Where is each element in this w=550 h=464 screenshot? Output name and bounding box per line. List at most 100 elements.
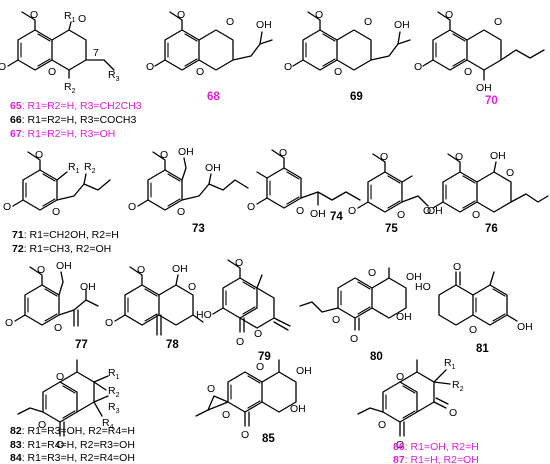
caption-82: 82: R1=R3=OH, R2=R4=H xyxy=(10,425,135,437)
atom-O: O xyxy=(236,336,244,348)
atom-OH: OH xyxy=(296,365,312,377)
atom-O: O xyxy=(5,317,13,329)
compound-label: 78 xyxy=(166,339,179,351)
caption-72: 72: R1=CH3, R2=OH xyxy=(12,243,111,255)
atom-O: O xyxy=(455,151,463,163)
structure-70: O O O O OH 70 xyxy=(414,9,545,107)
atom-O: O xyxy=(56,439,64,451)
atom-O: O xyxy=(315,9,323,21)
compound-label: 68 xyxy=(207,91,220,103)
atom-O: O xyxy=(423,205,431,217)
atom-O: O xyxy=(0,61,6,73)
atom-OH: OH xyxy=(310,208,326,220)
atom-OH: OH xyxy=(490,150,506,162)
structure-85: O O O O OH OH 85 xyxy=(195,359,312,445)
atom-OH: OH xyxy=(178,146,194,158)
atom-O: O xyxy=(334,66,342,78)
caption-84: 84: R1=R3=H, R2=R4=OH xyxy=(10,452,135,464)
structure-82-84: O O O R1 R2 R3 R4 xyxy=(17,359,120,451)
atom-O: O xyxy=(48,66,56,78)
structure-80: O O O OH OH 80 xyxy=(299,267,422,363)
atom-O: O xyxy=(284,61,292,73)
atom-OH: OH xyxy=(172,263,188,275)
atom-O: O xyxy=(137,264,145,276)
locant-7: 7 xyxy=(93,47,99,59)
atom-O: O xyxy=(3,201,11,213)
atom-O: O xyxy=(368,267,376,279)
caption-67: 67: R1=R2=H, R3=OH xyxy=(10,128,115,140)
atom-OH: OH xyxy=(394,19,410,31)
atom-R2: R2 xyxy=(84,161,96,175)
atom-OH: OH xyxy=(256,19,272,31)
atom-O: O xyxy=(453,261,461,273)
caption-71: 71: R1=CH2OH, R2=H xyxy=(12,229,119,241)
atom-O: O xyxy=(332,314,340,326)
caption-66: 66: R1=R2=H, R3=COCH3 xyxy=(10,114,137,126)
atom-O: O xyxy=(160,149,168,161)
compound-label: 77 xyxy=(75,339,88,351)
atom-R3: R3 xyxy=(108,401,120,415)
compound-label: 75 xyxy=(385,223,398,235)
atom-OH: OH xyxy=(290,403,306,415)
atom-O: O xyxy=(188,281,196,293)
atom-O: O xyxy=(445,9,453,21)
compound-label: 70 xyxy=(485,95,498,107)
atom-O: O xyxy=(494,16,502,28)
atom-OH: OH xyxy=(406,271,422,283)
atom-O: O xyxy=(177,9,185,21)
atom-O: O xyxy=(414,61,422,73)
atom-R1: R1 xyxy=(64,10,76,24)
atom-O: O xyxy=(177,206,185,218)
atom-O: O xyxy=(56,371,64,383)
structure-78: O O O OH 78 xyxy=(105,263,204,351)
atom-O: O xyxy=(146,61,154,73)
atom-O: O xyxy=(469,324,477,336)
compound-label: 80 xyxy=(370,351,383,363)
atom-O: O xyxy=(78,13,86,25)
atom-O: O xyxy=(222,409,230,421)
atom-O: O xyxy=(279,147,287,159)
atom-R1: R1 xyxy=(444,357,456,371)
atom-O: O xyxy=(380,151,388,163)
atom-R4: R4 xyxy=(102,417,114,431)
atom-O: O xyxy=(396,371,404,383)
atom-O: O xyxy=(52,206,60,218)
atom-O: O xyxy=(348,205,356,217)
structure-69: O O O O OH 69 xyxy=(284,9,411,103)
atom-O: O xyxy=(235,257,243,269)
structure-77: O O O OH OH 77 xyxy=(5,260,99,351)
atom-OH: OH xyxy=(205,162,221,174)
atom-O: O xyxy=(506,167,514,179)
atom-R2: R2 xyxy=(64,81,76,95)
compound-label: 79 xyxy=(258,351,271,363)
atom-OH: OH xyxy=(396,311,412,323)
atom-OH: OH xyxy=(476,82,492,94)
structure-73: O O O OH OH 73 xyxy=(128,146,249,235)
atom-O: O xyxy=(247,201,255,213)
caption-83: 83: R1=R4=H, R2=R3=OH xyxy=(10,439,135,451)
caption-65: 65: R1=R2=H, R3=CH2CH3 xyxy=(10,100,142,112)
atom-O: O xyxy=(226,16,234,28)
atom-O: O xyxy=(38,419,46,431)
atom-O: O xyxy=(35,149,43,161)
atom-O: O xyxy=(449,407,457,419)
atom-O: O xyxy=(350,333,358,345)
atom-O: O xyxy=(296,205,304,217)
atom-R3: R3 xyxy=(108,69,120,83)
atom-O: O xyxy=(54,322,62,334)
atom-O: O xyxy=(128,201,136,213)
atom-OH: OH xyxy=(80,281,96,293)
atom-O: O xyxy=(256,361,264,373)
atom-O: O xyxy=(364,16,372,28)
atom-R2: R2 xyxy=(452,379,464,393)
compound-label: 69 xyxy=(350,91,363,103)
compound-label: 74 xyxy=(330,211,343,223)
structure-65-67: O O O O R1 R3 R2 7 xyxy=(0,9,120,95)
atom-R1: R1 xyxy=(108,367,120,381)
atom-O: O xyxy=(30,9,38,21)
atom-O: O xyxy=(37,264,45,276)
atom-O: O xyxy=(196,66,204,78)
atom-HO: HO xyxy=(196,309,212,321)
structure-68: O O O O OH 68 xyxy=(146,9,273,103)
structure-81: O HO O OH 81 xyxy=(415,261,533,355)
